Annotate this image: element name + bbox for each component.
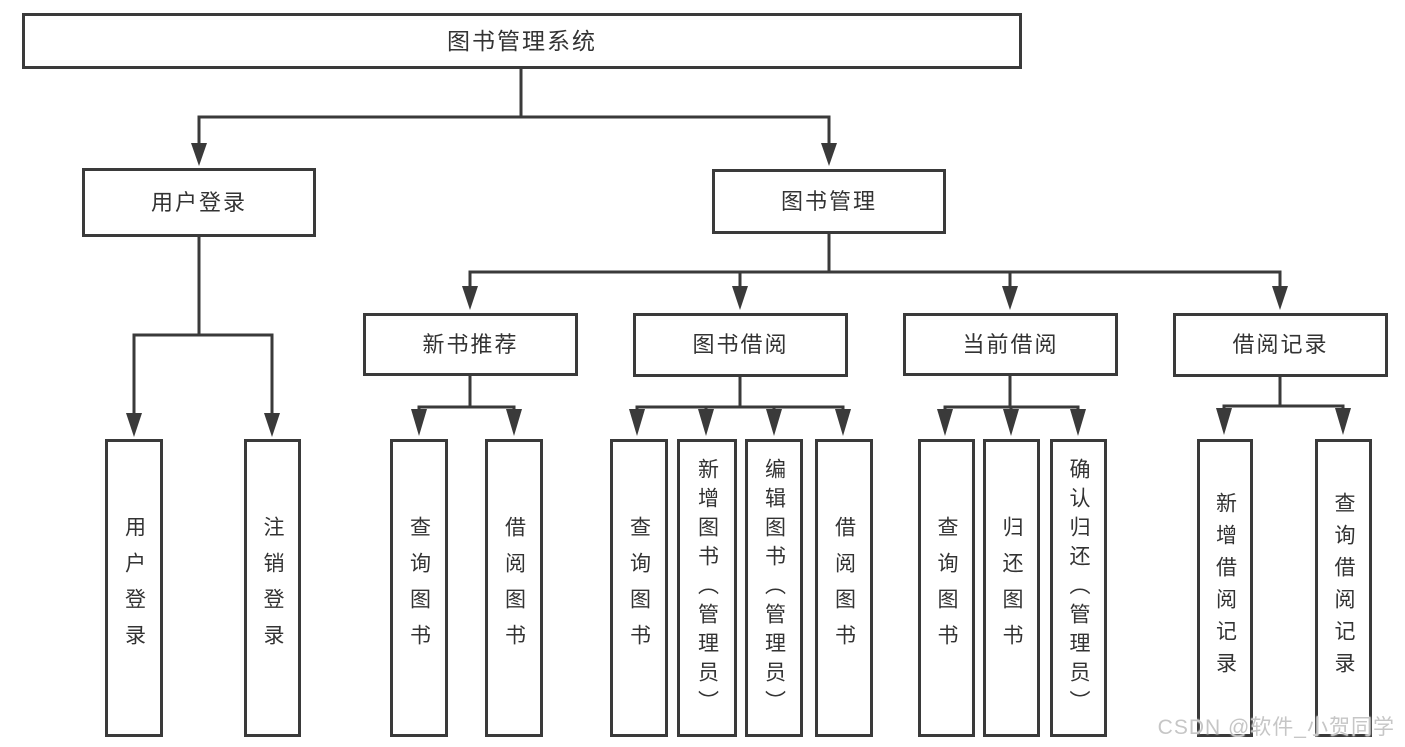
arrowhead-current-leaf-1 (937, 409, 953, 436)
node-library-management-system: 图书管理系统 (22, 13, 1022, 69)
leaf-logout-login: 注销登录 (244, 439, 301, 737)
connector-records-rail (1222, 404, 1345, 410)
arrowhead-to-borrow (732, 286, 748, 310)
arrowhead-to-book-mgmt (821, 143, 837, 166)
connector-book-mgmt-rail (468, 270, 1282, 289)
arrowhead-records-leaf-2 (1335, 408, 1351, 435)
arrowhead-borrow-leaf-2 (698, 409, 714, 436)
connector-user-login-rail (132, 333, 274, 416)
leaf-return-book: 归还图书 (983, 439, 1040, 737)
leaf-user-login: 用户登录 (105, 439, 163, 737)
node-book-borrow: 图书借阅 (633, 313, 848, 377)
leaf-borrow-books-recommend: 借阅图书 (485, 439, 543, 737)
arrowhead-to-leaf-logout (264, 413, 280, 437)
leaf-borrow-books: 借阅图书 (815, 439, 873, 737)
connector-level1-rail (197, 115, 831, 145)
leaf-edit-book-admin: 编辑图书（管理员） (745, 439, 803, 737)
arrowhead-to-user-login (191, 143, 207, 166)
connector-recommend-rail (417, 405, 516, 411)
leaf-confirm-return-admin: 确认归还（管理员） (1050, 439, 1107, 737)
arrowhead-recommend-leaf-1 (411, 409, 427, 436)
arrowhead-current-leaf-2 (1003, 409, 1019, 436)
csdn-watermark: CSDN @软件_小贺同学 (1157, 716, 1395, 739)
leaf-query-books-borrow: 查询图书 (610, 439, 668, 737)
arrowhead-recommend-leaf-2 (506, 409, 522, 436)
node-new-book-recommend: 新书推荐 (363, 313, 578, 376)
node-borrow-records: 借阅记录 (1173, 313, 1388, 377)
connector-borrow-rail (635, 405, 845, 411)
arrowhead-current-leaf-3 (1070, 409, 1086, 436)
node-book-management: 图书管理 (712, 169, 946, 234)
node-current-borrow: 当前借阅 (903, 313, 1118, 376)
leaf-query-books-recommend: 查询图书 (390, 439, 448, 737)
arrowhead-to-recommend (462, 286, 478, 310)
leaf-add-borrow-record: 新增借阅记录 (1197, 439, 1253, 737)
arrowhead-borrow-leaf-3 (766, 409, 782, 436)
arrowhead-to-records (1272, 286, 1288, 310)
arrowhead-to-current (1002, 286, 1018, 310)
arrowhead-records-leaf-1 (1216, 408, 1232, 435)
arrowhead-borrow-leaf-1 (629, 409, 645, 436)
leaf-query-borrow-record: 查询借阅记录 (1315, 439, 1372, 737)
leaf-query-books-current: 查询图书 (918, 439, 975, 737)
node-user-login: 用户登录 (82, 168, 316, 237)
arrowhead-to-leaf-user-login (126, 413, 142, 437)
leaf-add-book-admin: 新增图书（管理员） (677, 439, 737, 737)
arrowhead-borrow-leaf-4 (835, 409, 851, 436)
